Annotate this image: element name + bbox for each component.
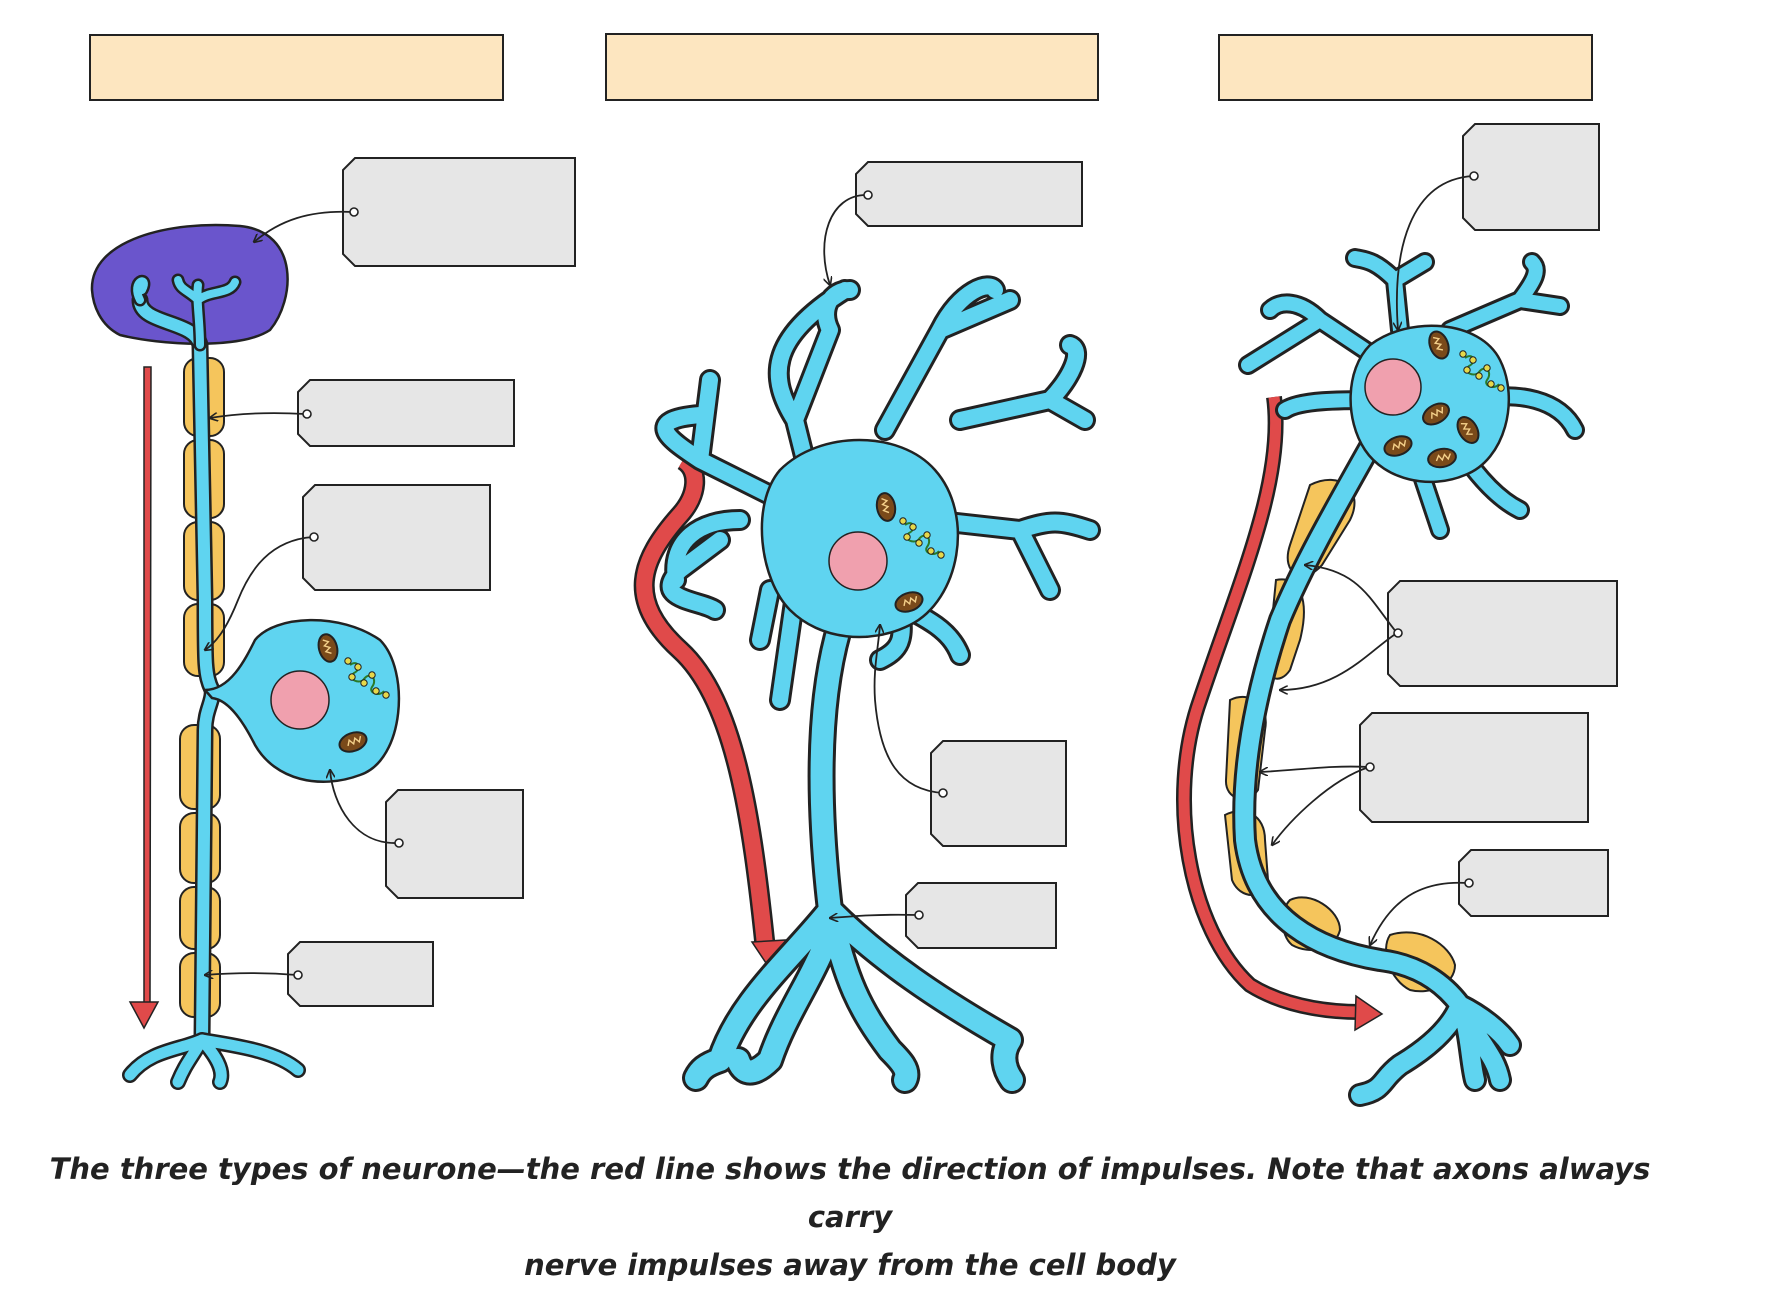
- sensory-neurone: [90, 157, 576, 1090]
- motor-neurone: [1176, 123, 1618, 1107]
- sensory-label-box: [302, 484, 491, 591]
- motor-impulse-arrow: [1176, 395, 1384, 1032]
- motor-label-box: [1462, 123, 1600, 231]
- motor-label-box: [1387, 580, 1618, 687]
- sensory-nucleus: [270, 670, 330, 730]
- sensory-label-box: [297, 379, 515, 447]
- relay-impulse-arrow: [633, 450, 788, 974]
- sensory-label-box: [385, 789, 524, 899]
- relay-title-box: [605, 33, 1099, 101]
- relay-label-box: [930, 740, 1067, 847]
- relay-label-box: [905, 882, 1057, 949]
- motor-title-box: [1218, 34, 1593, 101]
- sensory-label-box: [287, 941, 434, 1007]
- neurone-diagram: [89, 33, 1618, 1107]
- sensory-title-box: [89, 34, 504, 101]
- relay-neurone: [633, 161, 1101, 1094]
- figure-caption: The three types of neurone—the red line …: [40, 1145, 1660, 1289]
- sensory-impulse-arrow: [128, 366, 160, 1030]
- motor-label-box: [1458, 849, 1609, 917]
- relay-nucleus: [828, 531, 888, 591]
- sensory-label-box: [342, 157, 576, 267]
- caption-line-2: nerve impulses away from the cell body: [524, 1248, 1176, 1282]
- relay-label-box: [855, 161, 1083, 227]
- caption-line-1: The three types of neurone—the red line …: [49, 1152, 1651, 1234]
- motor-nucleus: [1364, 358, 1422, 416]
- motor-label-box: [1359, 712, 1589, 823]
